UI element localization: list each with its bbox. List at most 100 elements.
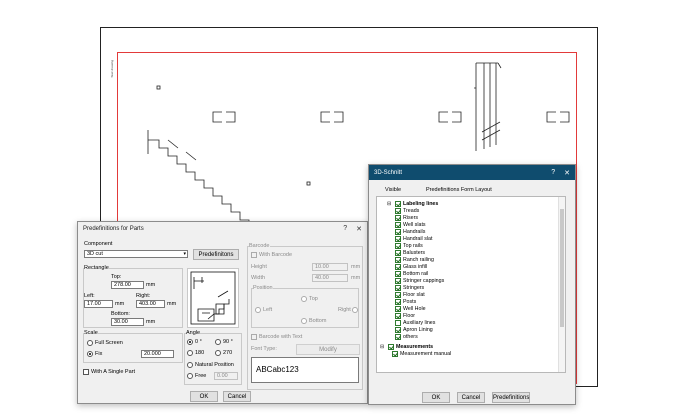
close-button[interactable]: ✕ [564,169,570,177]
tree-item-checkbox[interactable] [395,222,401,228]
collapse-icon[interactable]: ⊟ [380,344,385,350]
with-barcode-label: With Barcode [259,252,293,258]
tree-item-checkbox[interactable] [395,327,401,333]
tree-item-checkbox[interactable] [395,208,401,214]
help-button[interactable]: ? [551,168,556,176]
sheet-vertical-label: Stair drawing [110,60,114,78]
tree-item-checkbox[interactable] [395,243,401,249]
dialog-title: Predefinitions for Parts [83,226,144,232]
close-button[interactable]: ✕ [356,226,362,233]
tree-item-checkbox[interactable] [395,313,401,319]
font-sample: ABCabc123 [251,357,359,383]
right-unit: mm [167,301,177,307]
visible-column-header: Visible [385,187,402,193]
single-part-checkbox[interactable] [83,369,89,375]
tree-item-label: Glass infill [403,264,428,270]
position-top-label: Top [309,296,318,302]
cancel-button[interactable]: Cancel [223,391,251,402]
help-button[interactable]: ? [343,225,348,232]
tree-item-checkbox[interactable] [395,215,401,221]
angle-90-radio[interactable] [215,339,221,345]
measurement-manual-checkbox[interactable] [392,351,398,357]
ok-button[interactable]: OK [190,391,218,402]
barcode-group [247,246,363,390]
top-unit: mm [146,282,156,288]
tree-item-checkbox[interactable] [395,320,401,326]
tree-item-checkbox[interactable] [395,271,401,277]
left-label: Left: [84,293,95,299]
tree-item-checkbox[interactable] [395,299,401,305]
angle-270-radio[interactable] [215,350,221,356]
height-field[interactable]: 10.00 [312,263,348,271]
free-radio[interactable] [187,373,193,379]
angle-0-radio[interactable] [187,339,193,345]
tree-item-checkbox[interactable] [395,306,401,312]
angle-180-radio[interactable] [187,350,193,356]
measurements-checkbox[interactable] [388,344,394,350]
width-field[interactable]: 40.00 [312,274,348,282]
natural-position-label: Natural Position [195,362,234,368]
position-left-radio[interactable] [255,307,261,313]
angle-0-label: 0 ° [195,339,202,345]
tree-item-checkbox[interactable] [395,250,401,256]
font-type-label: Font Type: [251,346,277,352]
schnitt-titlebar: 3D-Schnitt ? ✕ [369,165,575,180]
bottom-field[interactable]: 30.00 [111,318,144,326]
rectangle-label: Rectangle [84,265,109,271]
tree-item-label: Risers [403,215,419,221]
tree-item-label: Floor slat [403,292,425,298]
position-right-radio[interactable] [352,307,358,313]
free-field[interactable]: 0.00 [214,372,238,380]
tree-item-checkbox[interactable] [395,257,401,263]
single-part-label: With A Single Part [91,369,136,375]
angle-label: Angle [186,330,201,336]
left-field[interactable]: 17.00 [84,300,113,308]
angle-180-label: 180 [195,350,205,356]
schnitt-dialog: 3D-Schnitt ? ✕ Visible Predefinitions Fo… [368,164,576,405]
tree-item-checkbox[interactable] [395,236,401,242]
position-top-radio[interactable] [301,296,307,302]
rectangle-group [83,268,183,328]
position-right-label: Right [338,307,351,313]
measurement-manual-label: Measurement manual [400,351,452,357]
fix-radio[interactable] [87,351,93,357]
width-unit: mm [351,275,361,281]
tree-item-label: Top rails [403,243,423,249]
full-screen-radio[interactable] [87,340,93,346]
predefinitions-titlebar: Predefinitions for Parts ? ✕ [78,222,367,236]
tree-scrollbar[interactable] [558,197,565,372]
scrollbar-thumb[interactable] [560,209,564,327]
tree-item-checkbox[interactable] [395,278,401,284]
collapse-icon[interactable]: ⊟ [387,201,392,207]
right-field[interactable]: 403.00 [136,300,165,308]
position-bottom-radio[interactable] [301,318,307,324]
tree-item-checkbox[interactable] [395,229,401,235]
tree-item-label: Floor [403,313,416,319]
ok-button[interactable]: OK [422,392,450,403]
cancel-button[interactable]: Cancel [457,392,485,403]
tree-item-checkbox[interactable] [395,334,401,340]
predefinitions-button[interactable]: Predefinitons [193,249,239,260]
tree-item-checkbox[interactable] [395,285,401,291]
natural-position-radio[interactable] [187,362,193,368]
modify-button[interactable]: Modify [296,344,360,355]
barcode-text-checkbox[interactable] [251,334,257,340]
tree-item-label: Stringers [403,285,425,291]
with-barcode-checkbox[interactable] [251,252,257,258]
tree-item-label: Auxiliary lines [403,320,436,326]
tree-item-checkbox[interactable] [395,292,401,298]
height-unit: mm [351,264,361,270]
component-select[interactable]: 3D cut ▾ [84,250,188,258]
tree-item-checkbox[interactable] [395,264,401,270]
top-field[interactable]: 278.00 [111,281,144,289]
bottom-unit: mm [146,319,156,325]
position-label: Position [253,285,273,291]
predefinitions-button[interactable]: Predefinitions [492,392,530,403]
labeling-lines-checkbox[interactable] [395,201,401,207]
width-label: Width [251,275,266,281]
tree-item-label: Handrails [403,229,426,235]
fix-field[interactable]: 20.000 [141,350,174,358]
layout-preview [187,268,239,328]
measurements-label: Measurements [396,344,434,350]
